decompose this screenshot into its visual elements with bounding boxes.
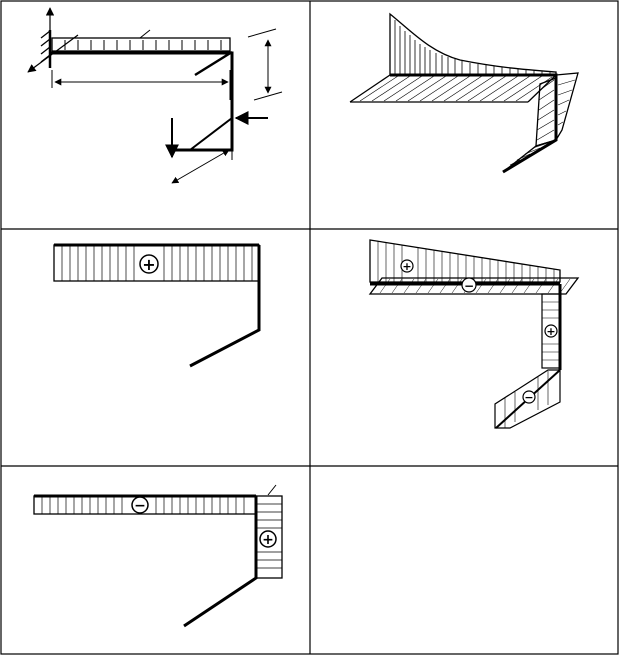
- panel-torque: [33, 484, 283, 628]
- distributed-load: [51, 37, 231, 52]
- sign-torque-top: −: [134, 498, 146, 514]
- panel-load-scheme: [27, 7, 283, 184]
- sign-shear-b: −: [464, 279, 474, 293]
- sign-shear-d: −: [524, 391, 533, 404]
- sign-shear-c: +: [546, 325, 555, 338]
- sign-plus-normal: +: [142, 255, 155, 274]
- sign-circle: [139, 254, 159, 274]
- load-leader: [139, 29, 151, 39]
- panel-normal-force: [53, 243, 261, 368]
- fixed-support: [40, 30, 52, 68]
- load-arrows: [64, 40, 222, 50]
- panel-shear-force: [368, 239, 580, 429]
- panel-epure-3d: [349, 12, 579, 174]
- dimensions: [51, 28, 283, 184]
- sign-shear-a: +: [402, 260, 411, 273]
- sign-torque-vert: +: [262, 532, 274, 548]
